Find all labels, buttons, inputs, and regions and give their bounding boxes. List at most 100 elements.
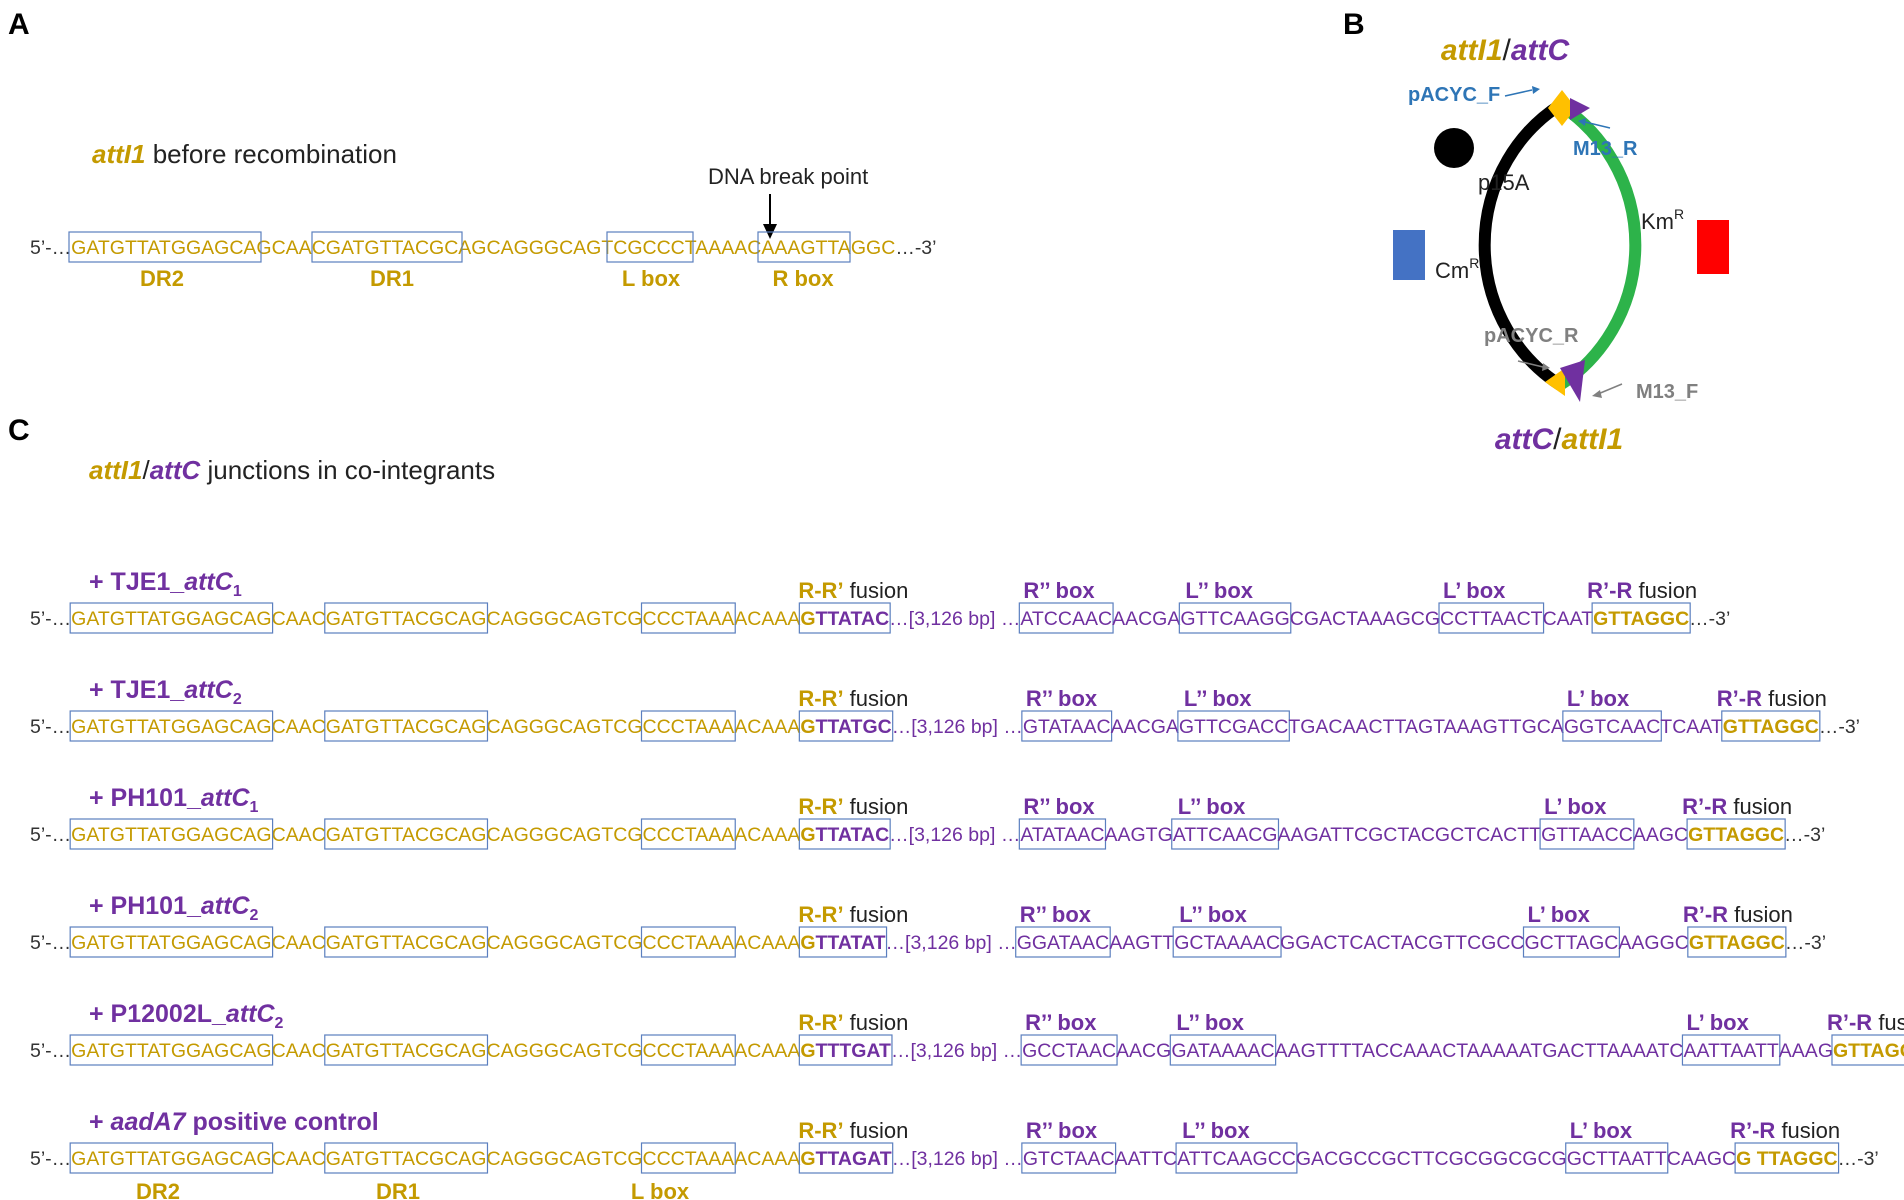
row-fusion-g: G [800,932,815,954]
rr-fusion-label-r: R-R’ [798,794,843,819]
row-l2-box [1172,926,1282,958]
row-name-prefix: + [89,1108,111,1136]
junction-row-name: + PH101_attC1 [89,784,259,816]
row-mid3-seq: AAAG [1779,1040,1833,1062]
panel-a-seq-spacer1: CAAC [272,237,326,259]
row-r2-seq: ATCCAAC [1020,608,1112,630]
row-name-prefix: + TJE1_ [89,568,185,596]
row-name-prefix: + PH101_ [89,892,202,920]
rr-fusion-label-text: fusion [844,1118,909,1143]
cmr-label-base: Cm [1435,258,1469,283]
row-l2-seq: GTTCGACC [1179,716,1288,738]
rr-fusion-label-r: R-R’ [798,578,843,603]
r2-box-label-text: R’’ box [1023,794,1095,819]
row-gold-seq-3: CAGGGCAGTCG [486,1148,642,1170]
rr-fusion-label-r: R-R’ [798,1118,843,1143]
panel-b-plasmid: attI1/attC p15A CmR KmR pACYC_F M13_R pA… [1393,34,1729,456]
row-lbox-box [640,818,736,850]
l1-box-label-text: L’ box [1443,578,1506,603]
row-gold-seq-2: GATGTTACGCAG [326,716,487,738]
rpr-fusion-label: R’-R fusion [1682,794,1792,819]
row-gold-seq-1: CAAC [272,608,326,630]
row-fusion-g: G [800,608,815,630]
row-fusion-g: G [800,824,815,846]
rr-fusion-label: R-R’ fusion [798,578,908,603]
row-rr-seq: GTTAGGC [1833,1040,1904,1062]
panel-c-heading-atti1: attI1 [89,455,142,485]
panel-a: attI1 before recombination DNA break poi… [30,139,936,291]
rr-fusion-label-text: fusion [844,686,909,711]
rr-fusion-label: R-R’ fusion [798,902,908,927]
row-name-gene: attC [201,784,251,812]
r2-box-label: R’’ box [1026,686,1098,711]
row-l1-box [1438,602,1545,634]
junction-row-name: + aadA7 positive control [89,1108,379,1136]
rpr-fusion-label-r: R’-R [1587,578,1632,603]
row-name-gene: aadA7 [111,1108,187,1136]
primer-m13-r-arrow [1584,121,1611,129]
top-junction-atti1-marker [1548,90,1576,126]
primer-m13-r-arrowhead [1578,118,1586,126]
cmr-gene-block [1393,230,1425,280]
l2-box-label: L’’ box [1179,902,1247,927]
row-l1-box [1562,710,1662,742]
row-name-subscript: 1 [233,583,242,600]
panel-a-prefix: 5’-… [30,237,71,259]
l2-box-label-text: L’’ box [1178,794,1246,819]
rpr-fusion-label-r: R’-R [1827,1010,1872,1035]
p15a-origin-marker [1434,128,1474,168]
l1-box-label: L’ box [1528,902,1591,927]
row-r2-box [1018,818,1107,850]
junction-row: + aadA7 positive control5’-…GATGTTATGGAG… [30,1108,1879,1174]
row-rpr-fusion-box [1591,602,1691,634]
cmr-label: CmR [1435,255,1479,283]
row-mid1-seq: AAGTG [1104,824,1172,846]
primer-pacyc-f-label: pACYC_F [1408,84,1500,106]
panel-a-dr2-box [68,231,262,263]
row-rr-fusion-box [798,602,891,634]
row-r2-box [1020,1034,1118,1066]
row-l2-box [1171,818,1280,850]
row-l1-box [1522,926,1620,958]
row-mid2-seq: AAGATTCGCTACGCTCACTT [1277,824,1541,846]
row-dr1-box [324,602,489,634]
row-rr-seq: GTTAGGC [1688,824,1784,846]
row-gold-seq-1: CAAC [272,1040,326,1062]
row-name-gene: attC [184,676,234,704]
row-mid3-seq: AAGC [1633,824,1688,846]
junction-row-name: + TJE1_attC1 [89,568,242,600]
row-l1-seq: GCTTAATT [1567,1148,1667,1170]
l2-box-label: L’’ box [1184,686,1252,711]
bottom-junction-attc-marker [1560,360,1585,402]
l1-box-label-text: L’ box [1686,1010,1749,1035]
row-fusion-seq: TTATAC [816,608,890,630]
row-gold-seq-4: CCCTAAA [643,1040,735,1062]
row-dr1-box [324,926,489,958]
row-gap: [3,126 bp] … [905,932,1017,954]
rpr-fusion-label-r: R’-R [1717,686,1762,711]
row-name-prefix: + TJE1_ [89,676,185,704]
top-label-attc: attC [1511,34,1571,67]
r2-box-label: R’’ box [1020,902,1092,927]
r2-box-label: R’’ box [1023,794,1095,819]
row-l1-box [1565,1142,1669,1174]
row-mid1-seq: AAGTT [1109,932,1174,954]
rr-fusion-label: R-R’ fusion [798,1118,908,1143]
rpr-fusion-label-text: fusion [1632,578,1697,603]
row-mid3-seq: AAGGC [1618,932,1688,954]
row-dr1-box [324,1142,489,1174]
row-dr2-box [69,818,274,850]
row-gap: [3,126 bp] … [909,824,1021,846]
row-r2-seq: GTATAAC [1023,716,1111,738]
row-fusion-g: G [800,1148,815,1170]
row-gold-seq-0: GATGTTATGGAGCAG [71,608,271,630]
row-lbox-box [640,710,736,742]
primer-m13-f-arrow [1597,383,1623,395]
row-gold-seq-1: CAAC [272,1148,326,1170]
row-gold-seq-0: GATGTTATGGAGCAG [71,824,271,846]
row-l2-seq: GTTCAAGG [1180,608,1289,630]
